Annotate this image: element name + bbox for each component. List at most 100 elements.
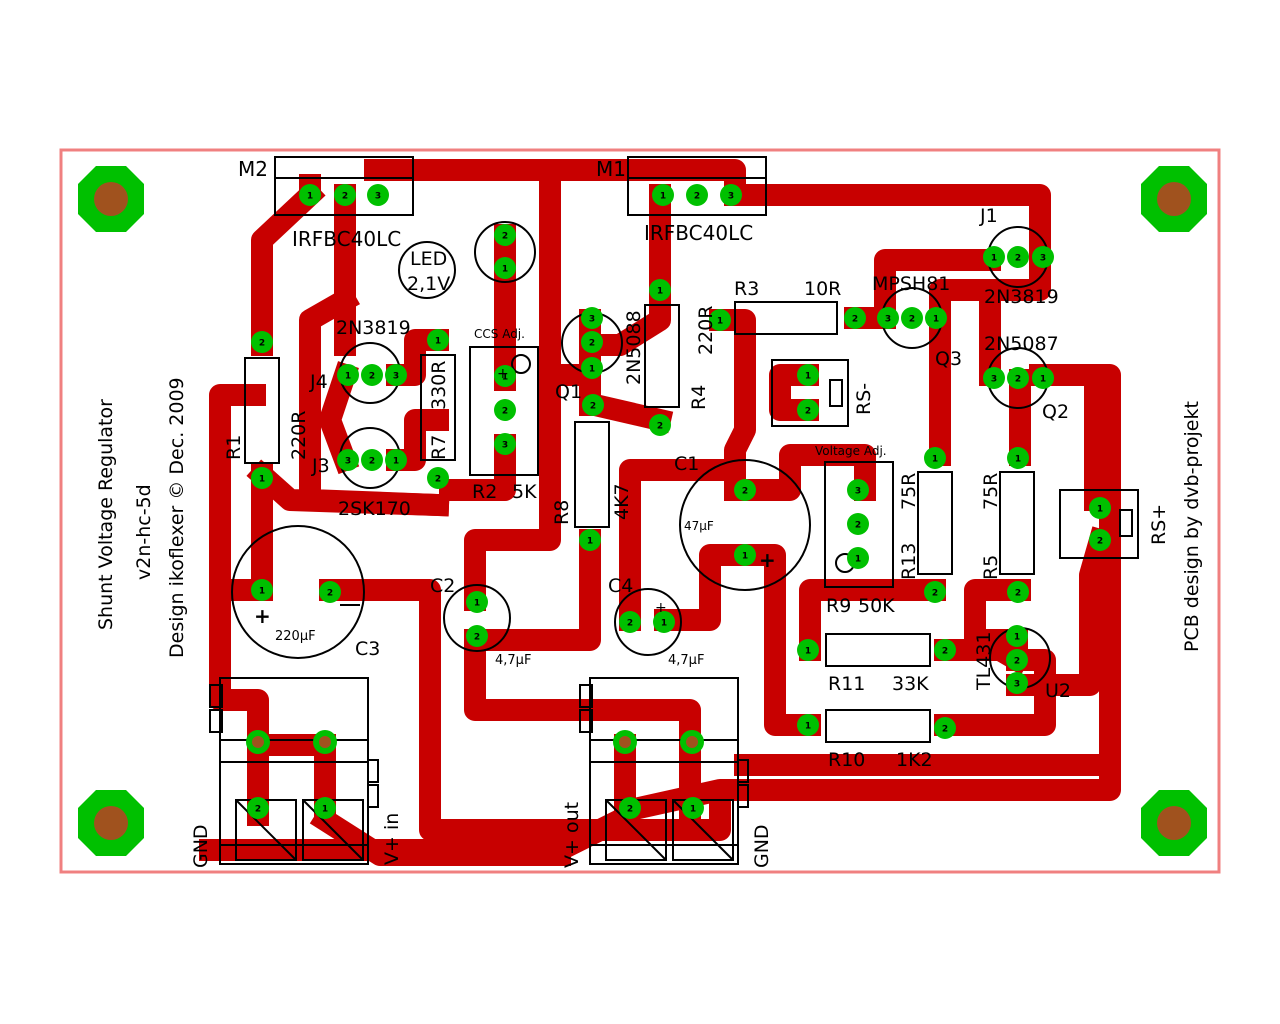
pad-number: 2 bbox=[942, 647, 948, 657]
rs-plus-outline bbox=[1059, 489, 1139, 559]
terminal-pad-hole bbox=[619, 736, 631, 748]
pad-number: 2 bbox=[657, 422, 663, 432]
pad bbox=[466, 591, 488, 613]
label-r4: R4 bbox=[688, 385, 710, 410]
label-m1-part: IRFBC40LC bbox=[644, 221, 753, 245]
label-r8: R8 bbox=[551, 500, 573, 525]
pad bbox=[582, 394, 604, 416]
label-r9: R9 bbox=[826, 595, 851, 617]
pad bbox=[1006, 672, 1028, 694]
r13-outline bbox=[917, 471, 953, 575]
pad-number: 1 bbox=[855, 555, 861, 565]
silkscreen-labels: M2 IRFBC40LC M1 IRFBC40LC LED 2,1V 2N381… bbox=[95, 157, 1203, 868]
component-outlines bbox=[209, 156, 1139, 865]
pad-number: 3 bbox=[345, 457, 351, 467]
pad-number: 1 bbox=[660, 192, 666, 202]
pad bbox=[581, 307, 603, 329]
label-r2-title: CCS Adj. bbox=[474, 327, 525, 341]
pad bbox=[319, 581, 341, 603]
label-r2: R2 bbox=[472, 481, 497, 503]
pad bbox=[334, 184, 356, 206]
r4-outline bbox=[644, 304, 680, 408]
pad-number: 1 bbox=[933, 315, 939, 325]
pad bbox=[361, 449, 383, 471]
pad bbox=[847, 513, 869, 535]
label-r11: R11 bbox=[828, 673, 865, 695]
label-r5: R5 bbox=[980, 555, 1002, 580]
pad-number: 2 bbox=[502, 232, 508, 242]
label-plus-c3: + bbox=[254, 604, 271, 628]
pad-number: 1 bbox=[587, 537, 593, 547]
pad-number: 3 bbox=[991, 375, 997, 385]
pad bbox=[934, 717, 956, 739]
pad bbox=[251, 331, 273, 353]
label-m1: M1 bbox=[596, 157, 626, 181]
pad-number: 2 bbox=[369, 457, 375, 467]
pad-number: 2 bbox=[855, 521, 861, 531]
label-j3-part: 2SK170 bbox=[338, 498, 411, 520]
pad bbox=[579, 529, 601, 551]
pad bbox=[367, 184, 389, 206]
r3-outline bbox=[734, 301, 838, 335]
mount-hole-bottom-right bbox=[1141, 790, 1207, 856]
label-j1-part: 2N3819 bbox=[984, 286, 1059, 308]
pad-number: 2 bbox=[1015, 254, 1021, 264]
pad bbox=[1006, 649, 1028, 671]
pad bbox=[797, 714, 819, 736]
pad-number: 3 bbox=[728, 192, 734, 202]
label-vout: V+ out bbox=[561, 802, 583, 868]
pad-number: 2 bbox=[590, 402, 596, 412]
pad bbox=[251, 579, 273, 601]
board-outline bbox=[59, 148, 1221, 874]
pad bbox=[797, 364, 819, 386]
pad bbox=[1089, 497, 1111, 519]
r2-outline bbox=[469, 346, 539, 476]
pad-number: 1 bbox=[259, 587, 265, 597]
r10-outline bbox=[825, 709, 931, 743]
label-r7: R7 bbox=[428, 435, 450, 460]
pad-number: 2 bbox=[435, 475, 441, 485]
board-pcb-credit: PCB design by dvb-projekt bbox=[1181, 401, 1203, 652]
pad bbox=[361, 364, 383, 386]
c4-outline bbox=[614, 588, 682, 656]
label-m2-part: IRFBC40LC bbox=[292, 227, 401, 251]
mount-hole-top-left bbox=[78, 166, 144, 232]
led-outline bbox=[398, 241, 456, 299]
pad bbox=[720, 184, 742, 206]
pad-number: 1 bbox=[742, 552, 748, 562]
pad bbox=[314, 797, 336, 819]
pad-number: 2 bbox=[369, 372, 375, 382]
label-r5-value: 75R bbox=[980, 473, 1002, 510]
m1-outline bbox=[627, 156, 767, 216]
pad-number: 2 bbox=[694, 192, 700, 202]
pad-number: 1 bbox=[259, 475, 265, 485]
pad-number: 1 bbox=[805, 722, 811, 732]
label-r3-value: 10R bbox=[804, 278, 841, 300]
pad-number: 1 bbox=[932, 455, 938, 465]
pad bbox=[901, 307, 923, 329]
pad-number: 1 bbox=[474, 599, 480, 609]
pad bbox=[924, 581, 946, 603]
pad-number: 1 bbox=[717, 317, 723, 327]
label-r13: R13 bbox=[898, 543, 920, 580]
pad-number: 2 bbox=[627, 619, 633, 629]
c3-outline bbox=[231, 525, 365, 659]
pad-number: 1 bbox=[393, 457, 399, 467]
r7-outline bbox=[420, 354, 456, 461]
pad-number: 2 bbox=[627, 805, 633, 815]
c2-outline bbox=[443, 584, 511, 652]
mount-hole-bottom-left bbox=[78, 790, 144, 856]
label-u2-part: TL431 bbox=[973, 632, 995, 691]
pad bbox=[619, 611, 641, 633]
pad-number: 3 bbox=[502, 441, 508, 451]
pad-number: 1 bbox=[690, 805, 696, 815]
pad bbox=[494, 224, 516, 246]
pad-number: 2 bbox=[942, 725, 948, 735]
label-r1: R1 bbox=[223, 435, 245, 460]
pad bbox=[1032, 367, 1054, 389]
pad bbox=[652, 184, 674, 206]
pad bbox=[581, 357, 603, 379]
pad bbox=[1007, 581, 1029, 603]
pad-number: 2 bbox=[932, 589, 938, 599]
